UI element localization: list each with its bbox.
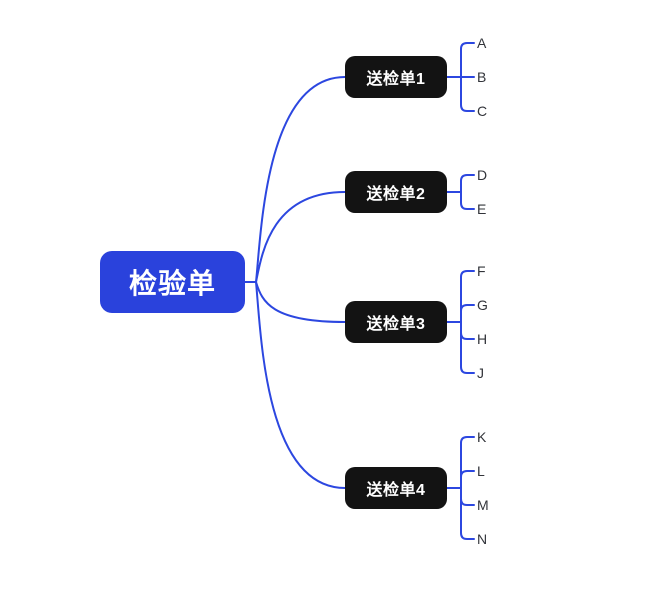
edge-branch1-leaf-c xyxy=(460,76,475,112)
branch-node-2[interactable]: 送检单2 xyxy=(345,171,447,213)
edge-root-fan xyxy=(244,76,346,489)
edge-branch1-leaf-a xyxy=(460,42,475,78)
edge-root-to-branch2 xyxy=(255,191,346,283)
edge-root-to-branch3 xyxy=(255,281,346,323)
root-node[interactable]: 检验单 xyxy=(100,251,245,313)
leaf-node-n[interactable]: N xyxy=(477,531,488,547)
leaf-node-c[interactable]: C xyxy=(477,103,488,119)
edge-branch4-leaf-m xyxy=(460,487,475,506)
edge-branch3-leaf-j xyxy=(460,321,475,374)
leaf-node-e[interactable]: E xyxy=(477,201,487,217)
leaf-node-b[interactable]: B xyxy=(477,69,487,85)
edge-branch2-leaf-e xyxy=(460,191,475,210)
leaf-node-k[interactable]: K xyxy=(477,429,487,445)
edge-branch3-leaf-f xyxy=(460,270,475,323)
leaf-node-j[interactable]: J xyxy=(477,365,484,381)
leaf-node-f[interactable]: F xyxy=(477,263,486,279)
edge-root-to-branch1 xyxy=(255,76,346,283)
leaf-node-g[interactable]: G xyxy=(477,297,488,313)
edge-branch4-leaf-l xyxy=(460,470,475,489)
edge-branch3-bracket xyxy=(446,270,475,374)
branch-node-3[interactable]: 送检单3 xyxy=(345,301,447,343)
leaf-node-h[interactable]: H xyxy=(477,331,488,347)
edge-branch4-leaf-n xyxy=(460,487,475,540)
edge-branch3-leaf-g xyxy=(460,304,475,323)
leaf-node-m[interactable]: M xyxy=(477,497,489,513)
leaf-node-l[interactable]: L xyxy=(477,463,485,479)
edge-branch2-leaf-d xyxy=(460,174,475,193)
branch-node-1[interactable]: 送检单1 xyxy=(345,56,447,98)
branch-node-4[interactable]: 送检单4 xyxy=(345,467,447,509)
edge-branch2-bracket xyxy=(446,174,475,210)
leaf-node-a[interactable]: A xyxy=(477,35,487,51)
leaf-node-d[interactable]: D xyxy=(477,167,488,183)
edge-branch3-leaf-h xyxy=(460,321,475,340)
edge-branch1-bracket xyxy=(446,42,475,112)
edge-branch4-bracket xyxy=(446,436,475,540)
edge-branch4-leaf-k xyxy=(460,436,475,489)
edge-root-to-branch4 xyxy=(255,281,346,489)
